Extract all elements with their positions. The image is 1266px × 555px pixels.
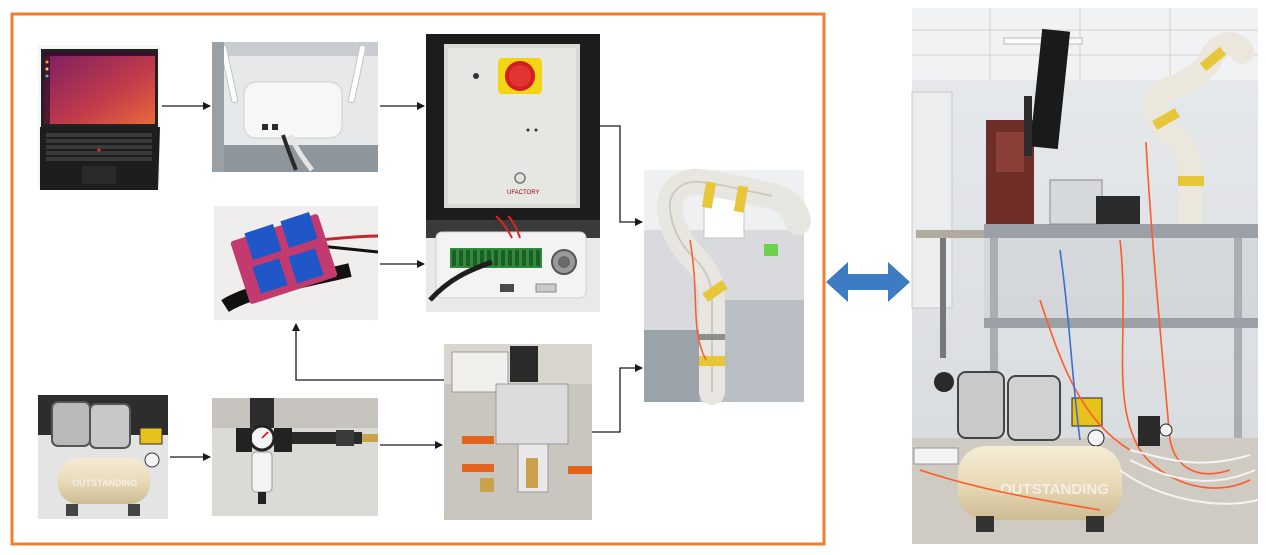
flow-arrows <box>162 102 643 461</box>
arrow-valve-to-arm <box>592 364 643 433</box>
robot-controller-photo: UFACTORY <box>426 34 600 220</box>
io-terminal-photo <box>426 215 600 312</box>
controller-brand-label: UFACTORY <box>507 190 539 196</box>
compressor-brand-label-small: OUTSTANDING <box>72 478 137 488</box>
air-compressor-photo: OUTSTANDING <box>38 395 168 519</box>
arrow-valve-to-relay <box>292 323 444 381</box>
laptop-photo <box>38 45 160 190</box>
bidirectional-arrow <box>826 262 910 302</box>
wifi-router-photo <box>212 42 378 172</box>
lab-setup-photo: OUTSTANDING <box>911 8 1259 544</box>
compressor-brand-label-large: OUTSTANDING <box>1000 481 1109 498</box>
pressure-regulator-photo <box>212 398 378 516</box>
relay-module-photo <box>214 206 379 320</box>
solenoid-valve-photo <box>444 344 592 520</box>
arrow-controller-to-arm <box>600 125 643 226</box>
robot-arm-photo <box>644 168 811 405</box>
